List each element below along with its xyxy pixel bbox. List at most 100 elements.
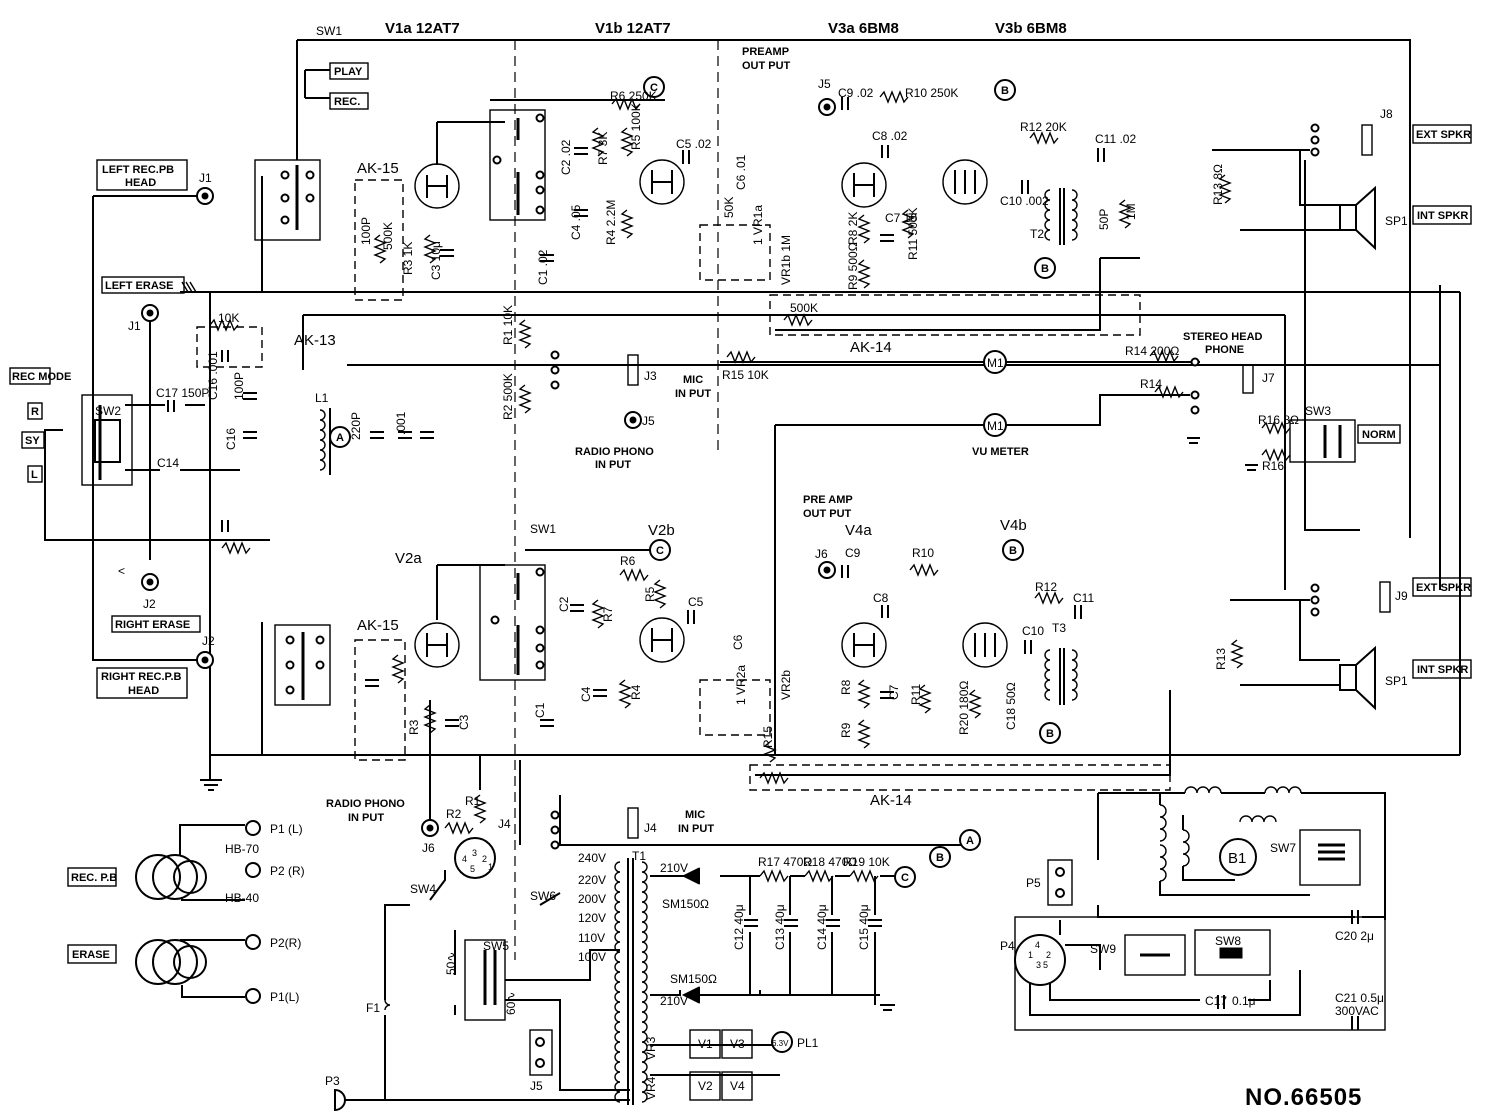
node-markers xyxy=(329,76,1257,888)
label-rec-mode: REC MODE xyxy=(12,371,71,383)
node-c-bottom: C xyxy=(656,545,664,557)
r500k-ak15: 500K xyxy=(381,222,395,250)
c50p-top: 50P xyxy=(1097,209,1111,230)
r9-bottom: R9 xyxy=(839,722,853,738)
p2r-top: P2 (R) xyxy=(270,864,305,878)
sw4-label: SW4 xyxy=(410,882,436,896)
c4-top: C4 .05 xyxy=(569,204,583,240)
r17-label: R17 470Ω xyxy=(758,855,812,869)
sw1-bottom-contacts xyxy=(274,564,546,706)
r12-bottom: R12 xyxy=(1035,580,1057,594)
r2-top: R2 500K xyxy=(501,373,515,420)
vr3-label: VR3 xyxy=(644,1036,658,1060)
r19-label: R19 10K xyxy=(843,855,890,869)
c20-label: C20 2μ xyxy=(1335,929,1374,943)
v3-heater: V3 xyxy=(730,1037,745,1051)
vr1b-top: VR1b 1M xyxy=(779,235,793,285)
label-play: PLAY xyxy=(334,66,363,78)
ak15-top-box xyxy=(354,179,404,301)
j4-pin-4: 4 xyxy=(462,854,467,864)
resistors xyxy=(209,90,1291,883)
label-int-spkr-2: INT SPKR xyxy=(1417,664,1468,676)
pl1-label: PL1 xyxy=(797,1036,819,1050)
c3-bottom: C3 xyxy=(457,714,471,730)
label-radio-in-top-2: IN PUT xyxy=(595,459,631,471)
vu-meters xyxy=(983,350,1007,437)
boxed-labels: PLAY REC. PREAMP OUT PUT PRE AMP OUT PUT… xyxy=(9,46,1472,964)
p3-label: P3 xyxy=(325,1074,340,1088)
r3-top: R3 1K xyxy=(401,242,415,275)
p4-pin-4: 4 xyxy=(1035,940,1040,950)
tap-110v: 110V xyxy=(578,931,605,945)
vr2b-bottom: VR2b xyxy=(779,670,793,700)
label-radio-in-bottom-2: IN PUT xyxy=(348,812,384,824)
label-mic-in-top-2: IN PUT xyxy=(675,388,711,400)
tube-label-v3b: V3b 6BM8 xyxy=(995,20,1067,37)
sw1-top-label: SW1 xyxy=(316,24,342,38)
r1-bottom: R1 xyxy=(465,794,481,808)
r8-top: R8 2K xyxy=(846,212,860,245)
label-erase: ERASE xyxy=(72,949,110,961)
ak13-label: AK-13 xyxy=(294,332,336,349)
c7-top: C7 10 xyxy=(885,211,917,225)
label-preamp-out-bottom-1: PRE AMP xyxy=(803,494,853,506)
p2r-bottom: P2(R) xyxy=(270,936,301,950)
t1-label: T1 xyxy=(632,849,646,863)
vr2-box xyxy=(699,679,771,736)
j2-mid-label: J2 xyxy=(143,597,156,611)
jacks xyxy=(141,98,1391,1076)
p4-pin-2: 2 xyxy=(1046,950,1051,960)
c14-mid: C14 xyxy=(157,456,179,470)
wiring xyxy=(44,39,1461,960)
r11-top: R11 500K xyxy=(906,208,920,260)
ak14-top-box xyxy=(769,294,1141,336)
m1b-label: M1 xyxy=(987,419,1004,433)
stray-arrow: < xyxy=(118,564,125,578)
label-ext-spkr-1: EXT SPKR xyxy=(1416,129,1471,141)
tube-label-v4b: V4b xyxy=(1000,517,1027,534)
r13-top: R13 8Ω xyxy=(1211,164,1225,205)
label-left-head-1: LEFT REC.PB xyxy=(102,164,174,176)
j4-pin-3: 3 xyxy=(472,848,477,858)
c100p-top: 100P xyxy=(359,217,373,245)
label-stereo-phone-2: PHONE xyxy=(1205,344,1244,356)
r12-top: R12 20K xyxy=(1020,120,1067,134)
transformers xyxy=(319,188,1386,1105)
tap-220v: 220V xyxy=(578,873,606,887)
pl1-value: 6.3V xyxy=(772,1039,789,1048)
v4-heater: V4 xyxy=(730,1079,745,1093)
c001-mid: .001 xyxy=(394,411,408,435)
r500k-bus: 500K xyxy=(790,301,818,315)
p1l-bottom: P1(L) xyxy=(270,990,299,1004)
sw5-label: SW5 xyxy=(483,939,509,953)
r4-bottom: R4 xyxy=(629,684,643,700)
c10-bottom: C10 xyxy=(1022,624,1044,638)
label-mode-sy: SY xyxy=(25,435,40,447)
node-b-bottom: B xyxy=(1009,545,1017,557)
tube-v2a xyxy=(414,622,460,668)
j1-mid-label: J1 xyxy=(128,319,141,333)
sw5-50hz: 50∿ xyxy=(444,952,458,975)
c9-top: C9 .02 xyxy=(838,86,874,100)
sw1-top-contacts xyxy=(254,109,546,241)
j5-bottom-label: J5 xyxy=(530,1079,543,1093)
vr50k-top: 50K xyxy=(722,197,736,218)
c8-bottom: C8 xyxy=(873,591,889,605)
node-b-top: B xyxy=(1001,85,1009,97)
j4-pin-5: 5 xyxy=(470,864,475,874)
r7-top: R7 3K xyxy=(596,132,610,165)
label-rec: REC. xyxy=(334,96,360,108)
tube-label-v2a: V2a xyxy=(395,550,422,567)
label-vu-meter: VU METER xyxy=(972,446,1029,458)
label-mic-in-top-1: MIC xyxy=(683,374,703,386)
tube-v4a xyxy=(841,622,887,668)
c9-bottom: C9 xyxy=(845,546,861,560)
node-a-power: A xyxy=(966,835,974,847)
label-left-erase: LEFT ERASE xyxy=(105,280,173,292)
j7-label: J7 xyxy=(1262,371,1275,385)
r3-bottom: R3 xyxy=(407,719,421,735)
label-right-head-2: HEAD xyxy=(128,685,159,697)
tube-v2b xyxy=(639,617,685,663)
c21-voltage: 300VAC xyxy=(1335,1004,1379,1018)
f1-label: F1 xyxy=(366,1001,380,1015)
